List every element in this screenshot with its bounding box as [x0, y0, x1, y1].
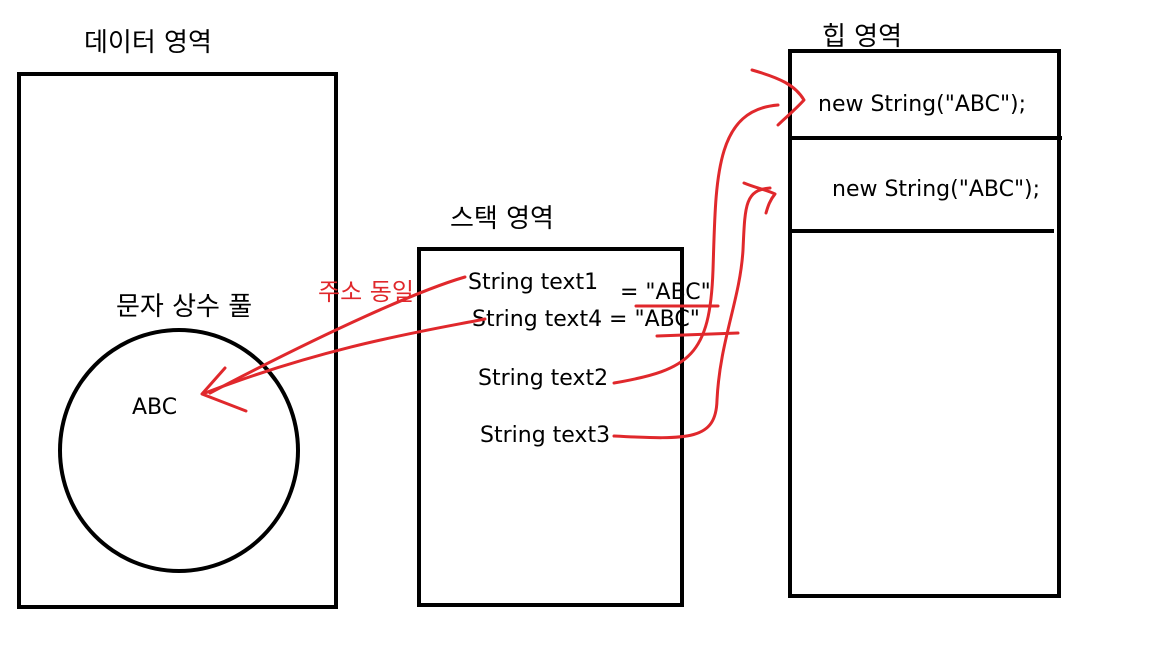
heap-object-1: new String("ABC");	[818, 92, 1027, 117]
data-area-title: 데이터 영역	[84, 28, 212, 58]
abc-underline-2	[655, 331, 740, 338]
arrow-head-heap2	[742, 181, 777, 215]
stack-text1: String text1	[468, 270, 599, 295]
stack-text4: String text4 = "ABC"	[472, 307, 700, 332]
stack-text3: String text3	[480, 423, 611, 448]
stack-area-title: 스택 영역	[450, 204, 554, 234]
heap-area-title: 힙 영역	[822, 22, 903, 52]
stack-text2: String text2	[478, 366, 609, 391]
arrow-head-pool	[200, 366, 248, 413]
string-pool-circle	[58, 328, 300, 573]
stack-text1-value: = "ABC"	[620, 280, 711, 305]
arrow-text1-to-pool	[208, 275, 467, 395]
stack-area-box	[417, 247, 684, 607]
heap-object-2: new String("ABC");	[832, 177, 1041, 202]
arrow-head-heap1	[750, 68, 806, 127]
data-area-box	[17, 72, 338, 609]
pool-value: ABC	[132, 395, 178, 420]
heap-divider-1	[788, 136, 1062, 140]
arrow-text4-to-pool	[203, 317, 487, 395]
arrow-text3-to-heap2	[612, 186, 772, 440]
arrow-text2-to-heap1	[612, 103, 780, 385]
heap-divider-2	[788, 229, 1054, 233]
string-pool-title: 문자 상수 풀	[116, 292, 253, 322]
heap-area-box	[788, 49, 1061, 598]
